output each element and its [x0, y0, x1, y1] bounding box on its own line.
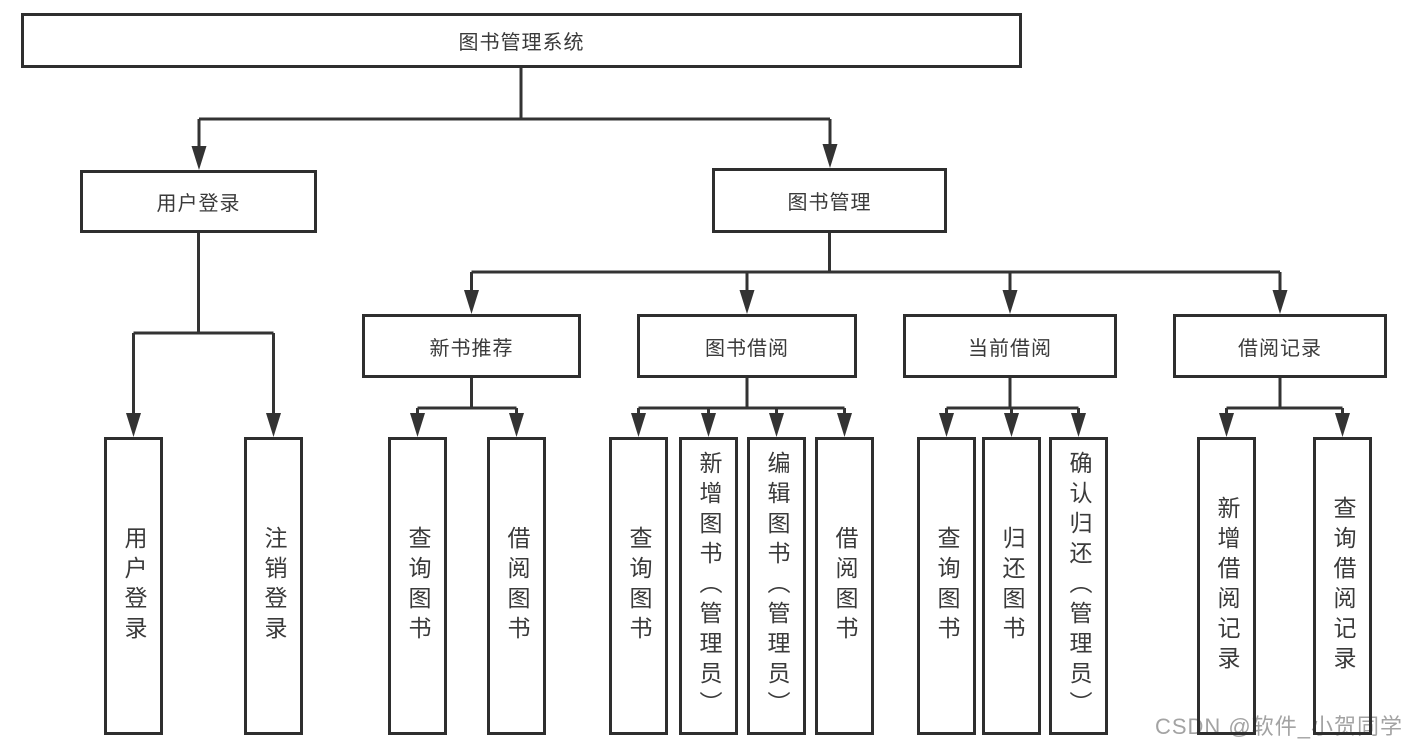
connector-newbook-to-leaves	[410, 378, 524, 437]
leaf-logout-label: 注销登录	[261, 526, 287, 646]
node-borrowing-records-label: 借阅记录	[1238, 337, 1322, 360]
node-current-borrowing: 当前借阅	[903, 314, 1117, 378]
node-book-management: 图书管理	[712, 168, 947, 233]
leaf-query-books-borrow: 查询图书	[609, 437, 668, 735]
leaf-edit-books-admin: 编辑图书（管理员）	[747, 437, 806, 735]
leaf-query-books-borrow-label: 查询图书	[626, 526, 652, 646]
leaf-query-borrow-record-label: 查询借阅记录	[1330, 496, 1356, 676]
node-new-book-recommendation-label: 新书推荐	[429, 337, 514, 360]
leaf-user-login-label: 用户登录	[121, 526, 147, 646]
leaf-confirm-return-admin-label: 确认归还（管理员）	[1066, 451, 1092, 721]
node-user-login: 用户登录	[80, 170, 317, 233]
leaf-borrow-books-recommend: 借阅图书	[487, 437, 546, 735]
leaf-query-books-recommend: 查询图书	[388, 437, 447, 735]
leaf-borrow-books: 借阅图书	[815, 437, 874, 735]
connector-borrow-to-leaves	[631, 378, 852, 437]
leaf-return-books-label: 归还图书	[999, 526, 1025, 646]
leaf-borrow-books-label: 借阅图书	[832, 526, 858, 646]
connector-current-to-leaves	[939, 378, 1086, 437]
connector-root-to-level2	[191, 68, 838, 170]
leaf-edit-books-admin-label: 编辑图书（管理员）	[764, 451, 790, 721]
node-current-borrowing-label: 当前借阅	[968, 337, 1052, 360]
node-borrowing-records: 借阅记录	[1173, 314, 1387, 378]
node-book-borrowing: 图书借阅	[637, 314, 857, 378]
node-new-book-recommendation: 新书推荐	[362, 314, 581, 378]
leaf-borrow-books-recommend-label: 借阅图书	[504, 526, 530, 646]
node-user-login-label: 用户登录	[156, 193, 241, 215]
leaf-query-borrow-record: 查询借阅记录	[1313, 437, 1372, 735]
node-root-label: 图书管理系统	[458, 32, 585, 54]
leaf-add-books-admin: 新增图书（管理员）	[679, 437, 738, 735]
connector-bookmgmt-to-level3	[464, 233, 1288, 314]
node-book-management-label: 图书管理	[787, 192, 872, 214]
connector-userlogin-to-leaves	[126, 233, 281, 437]
connector-records-to-leaves	[1219, 378, 1350, 437]
leaf-user-login: 用户登录	[104, 437, 163, 735]
node-book-borrowing-label: 图书借阅	[705, 337, 789, 360]
leaf-logout: 注销登录	[244, 437, 303, 735]
leaf-confirm-return-admin: 确认归还（管理员）	[1049, 437, 1108, 735]
leaf-add-borrow-record: 新增借阅记录	[1197, 437, 1256, 735]
leaf-add-books-admin-label: 新增图书（管理员）	[696, 451, 722, 721]
leaf-query-books-current: 查询图书	[917, 437, 976, 735]
leaf-return-books: 归还图书	[982, 437, 1041, 735]
leaf-add-borrow-record-label: 新增借阅记录	[1214, 496, 1240, 676]
node-root-library-system: 图书管理系统	[21, 13, 1022, 68]
leaf-query-books-recommend-label: 查询图书	[405, 526, 431, 646]
leaf-query-books-current-label: 查询图书	[934, 526, 960, 646]
